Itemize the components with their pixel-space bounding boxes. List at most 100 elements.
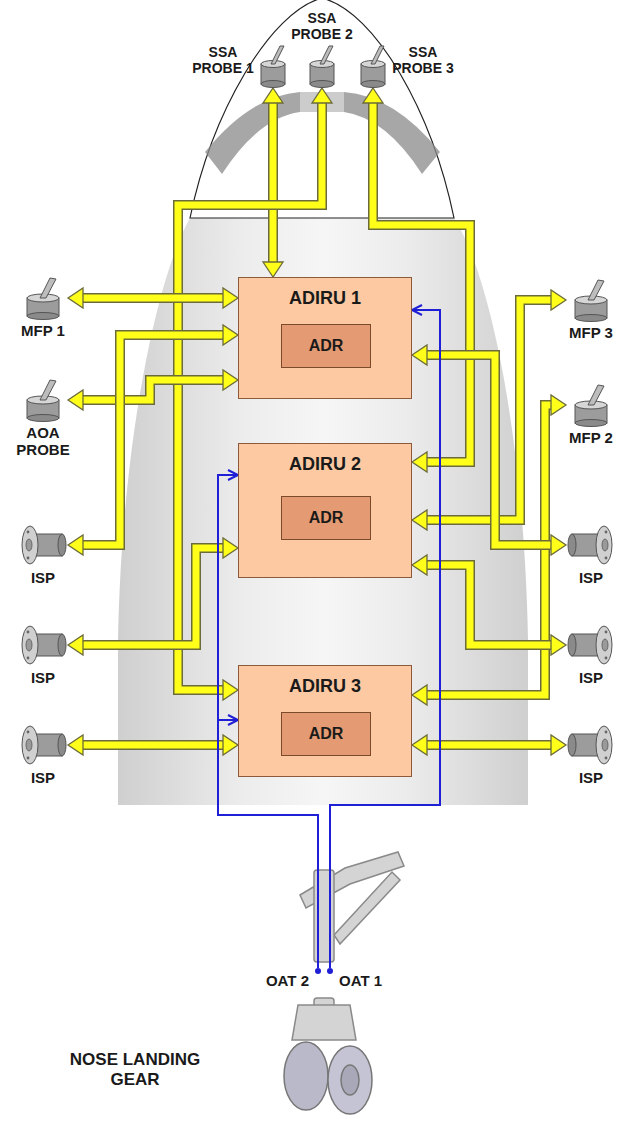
sensor-label: MFP 1 [13, 322, 73, 339]
bus-fill [425, 742, 553, 749]
bus-fill [425, 300, 553, 520]
bus-outline [81, 335, 225, 545]
ssa-probe: SSA PROBE 3 [358, 44, 388, 88]
arrowhead [412, 305, 422, 315]
arrowhead [228, 470, 238, 480]
adiru-box: ADIRU 2ADR [238, 443, 412, 578]
arrowhead [412, 555, 427, 575]
arrowhead [412, 735, 427, 755]
module-label: ADR [282, 725, 370, 743]
bus-outline [425, 740, 553, 750]
bus-outline [81, 293, 225, 303]
data-bus [263, 88, 283, 277]
air-data-probe: AOA PROBE [18, 378, 68, 422]
bus-fill [425, 355, 553, 545]
arrowhead [223, 325, 238, 345]
bus-outline [268, 101, 278, 264]
bus-outline [81, 548, 225, 645]
bus-outline [81, 380, 225, 400]
bus-outline [425, 565, 553, 645]
sensor-label: AOA PROBE [13, 424, 73, 459]
sensor-label: ISP [569, 569, 613, 586]
air-data-probe: MFP 2 [566, 383, 616, 427]
static-pressure-port: ISP [566, 523, 616, 567]
air-data-probe: MFP 3 [566, 278, 616, 322]
oat-sensor: OAT 1 [327, 968, 333, 974]
static-pressure-port: ISP [18, 523, 68, 567]
probe-icon [566, 278, 616, 322]
arrowhead [412, 345, 427, 365]
port-icon [18, 523, 68, 567]
sensor-label: ISP [569, 769, 613, 786]
sensor-label: ISP [21, 669, 65, 686]
sensor-label: SSA PROBE 2 [285, 10, 359, 42]
arrowhead [412, 452, 427, 472]
arrowhead [223, 735, 238, 755]
arrowhead [551, 290, 566, 310]
oat-sensor: OAT 2 [315, 968, 321, 974]
arrowhead [263, 88, 283, 103]
bus-fill [425, 565, 553, 645]
data-bus [68, 325, 238, 555]
radome-band [344, 92, 440, 174]
sensor-label: MFP 2 [561, 429, 621, 446]
bus-fill [81, 742, 225, 749]
sensor-label: OAT 2 [266, 972, 309, 989]
arrowhead [412, 685, 427, 705]
data-bus [68, 370, 238, 410]
arrowhead [223, 288, 238, 308]
arrowhead [551, 635, 566, 655]
radome-band [205, 92, 300, 174]
static-pressure-port: ISP [566, 623, 616, 667]
data-bus [68, 288, 238, 308]
arrowhead [68, 735, 83, 755]
bus-outline [425, 300, 553, 520]
data-bus [68, 538, 238, 655]
adiru-box: ADIRU 1 ADR [238, 277, 412, 399]
probe-icon [566, 383, 616, 427]
unit-title: ADIRU 3 [239, 676, 411, 697]
module-label: ADR [282, 337, 370, 355]
ssa-probe: SSA PROBE 1 [258, 44, 288, 88]
arrowhead [551, 395, 566, 415]
data-bus [412, 735, 566, 755]
arrowhead [68, 390, 83, 410]
sensor-label: ISP [21, 769, 65, 786]
adr-module: ADR [281, 324, 371, 368]
sensor-label: ISP [569, 669, 613, 686]
probe-icon [18, 276, 68, 320]
unit-title: ADIRU 1 [239, 288, 411, 309]
sensor-label: OAT 1 [339, 972, 382, 989]
wire [330, 310, 440, 968]
sensor-label: SSA PROBE 1 [190, 44, 256, 76]
port-icon [566, 623, 616, 667]
probe-icon [258, 44, 288, 88]
adiru-box: ADIRU 3 ADR [238, 665, 412, 777]
bus-fill [81, 295, 225, 302]
bus-outline [425, 355, 553, 545]
data-bus [412, 345, 566, 555]
port-icon [566, 723, 616, 767]
sensor-label: SSA PROBE 3 [390, 44, 456, 76]
port-icon [566, 523, 616, 567]
arrowhead [551, 535, 566, 555]
static-pressure-port: ISP [18, 723, 68, 767]
bus-outline [81, 740, 225, 750]
adr-module: ADR [281, 712, 371, 756]
arrowhead [68, 635, 83, 655]
module-label: ADR [282, 509, 370, 527]
arrowhead [551, 735, 566, 755]
probe-icon [358, 44, 388, 88]
probe-icon [18, 378, 68, 422]
part-label: NOSE LANDING GEAR [50, 1050, 220, 1089]
arrowhead [263, 262, 283, 277]
probe-icon [307, 44, 337, 88]
port-icon [18, 723, 68, 767]
static-pressure-port: ISP [566, 723, 616, 767]
port-icon [18, 623, 68, 667]
bus-fill [270, 101, 277, 264]
arrowhead [68, 288, 83, 308]
temperature-line [330, 305, 440, 968]
arrowhead [223, 370, 238, 390]
data-bus [412, 555, 566, 655]
